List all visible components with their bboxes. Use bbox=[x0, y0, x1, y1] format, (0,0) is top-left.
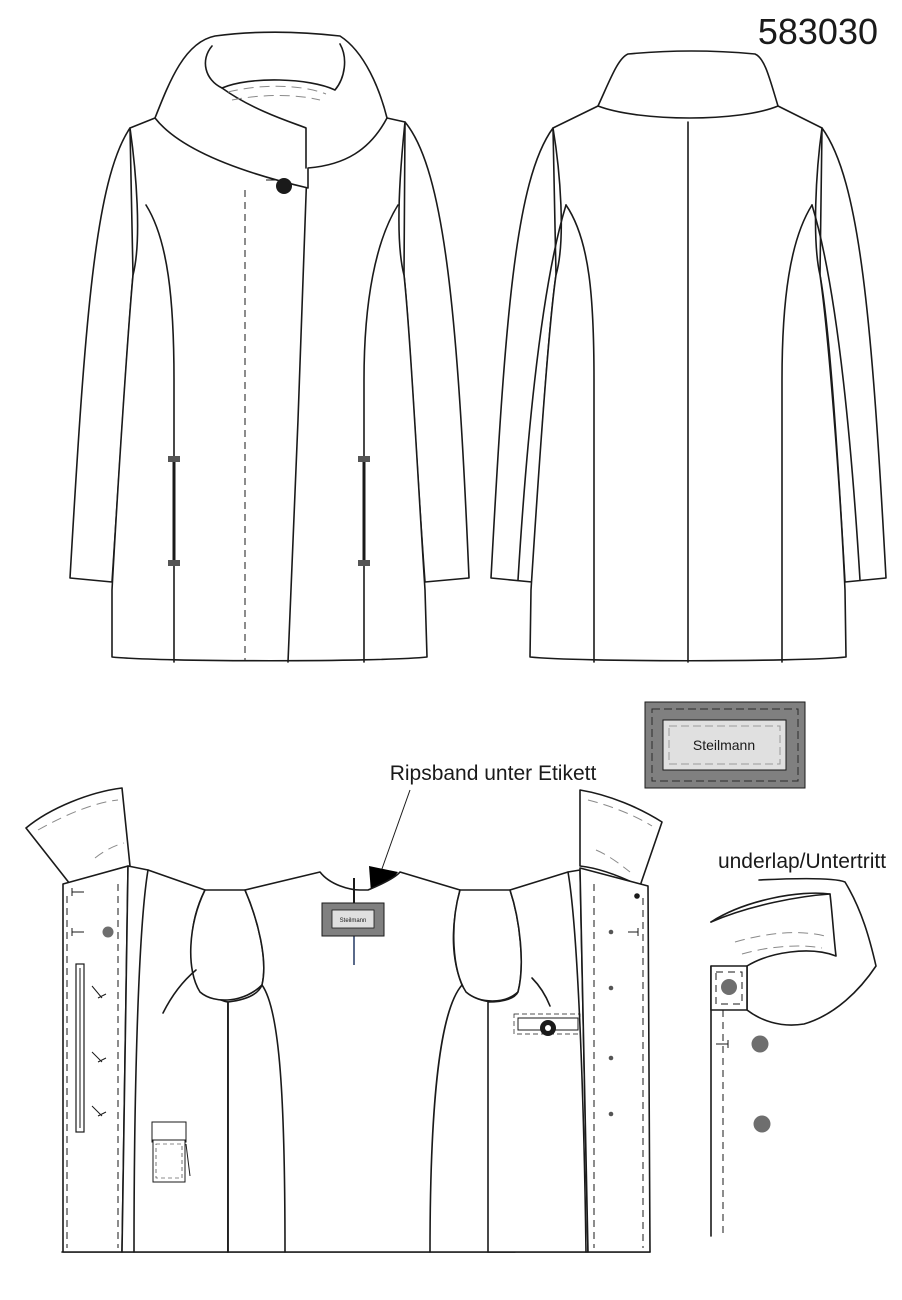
front-collar-stitch bbox=[227, 85, 327, 95]
inside-pocket-tack-3 bbox=[91, 1105, 107, 1117]
inside-right-button-tab bbox=[513, 1013, 581, 1036]
front-body bbox=[111, 117, 428, 662]
inside-right-facing bbox=[579, 867, 651, 1253]
back-right-panel-seam bbox=[781, 204, 813, 663]
inside-small-pocket bbox=[151, 1121, 191, 1183]
article-number: 583030 bbox=[758, 11, 878, 52]
underlap-collar-stitch-2 bbox=[741, 945, 823, 955]
back-left-panel-seam bbox=[565, 204, 595, 663]
brand-label-text: Steilmann bbox=[693, 737, 755, 753]
back-right-sleeve bbox=[819, 127, 887, 583]
back-collar bbox=[597, 50, 779, 119]
front-right-welt-pocket bbox=[358, 456, 370, 566]
inside-left-collar-stitch-2 bbox=[94, 842, 125, 859]
underlap-button-3 bbox=[753, 1115, 771, 1133]
ribbon-leader-line bbox=[377, 789, 411, 881]
inside-left-collar-stitch bbox=[37, 799, 119, 831]
inside-pocket-tack-2 bbox=[91, 1051, 107, 1063]
brand-label: Steilmann bbox=[644, 701, 806, 789]
inside-right-collar bbox=[579, 789, 663, 887]
underlap-collar-edge bbox=[710, 893, 831, 923]
front-view bbox=[69, 31, 470, 663]
inside-left-tack-top bbox=[71, 888, 84, 896]
back-view bbox=[490, 50, 887, 663]
back-left-sleeve-seam bbox=[517, 204, 567, 581]
front-left-panel-seam bbox=[145, 204, 175, 663]
underlap-button-2 bbox=[751, 1035, 769, 1053]
inside-right-dot-1 bbox=[634, 893, 640, 899]
underlap-collar-stitch bbox=[734, 932, 826, 943]
inside-back-left-seam bbox=[261, 984, 286, 1253]
inside-brand-label-text: Steilmann bbox=[340, 918, 367, 924]
inside-right-dot-2 bbox=[608, 929, 614, 935]
inside-right-panel bbox=[487, 869, 589, 1253]
inside-back-right-seam bbox=[429, 984, 463, 1253]
front-edge bbox=[287, 167, 308, 663]
inside-left-arc bbox=[162, 969, 197, 1014]
back-right-sleeve-seam bbox=[811, 204, 861, 581]
inside-left-button bbox=[102, 926, 114, 938]
inside-pocket-tack-1 bbox=[91, 985, 107, 999]
underlap-tack bbox=[716, 1040, 729, 1048]
inside-right-tack bbox=[628, 928, 639, 936]
inside-right-panel-seam bbox=[567, 871, 587, 1253]
underlap-note: underlap/Untertritt bbox=[718, 850, 886, 873]
inside-brand-label: Steilmann bbox=[321, 902, 385, 937]
underlap-button-1 bbox=[721, 979, 737, 995]
inside-view: Steilmann bbox=[25, 787, 663, 1253]
inside-right-collar-stitch-2 bbox=[595, 849, 631, 873]
underlap-detail bbox=[710, 877, 877, 1237]
ribbon-note: Ripsband unter Etikett bbox=[390, 762, 597, 785]
inside-left-tack-2 bbox=[71, 928, 84, 936]
inside-right-collar-stitch bbox=[587, 799, 653, 827]
front-collar bbox=[154, 31, 388, 189]
inside-right-dot-3 bbox=[608, 985, 614, 991]
inside-right-dot-5 bbox=[608, 1111, 614, 1117]
front-right-panel-seam bbox=[363, 204, 399, 663]
inside-right-arc bbox=[531, 977, 551, 1007]
front-collar-stitch-2 bbox=[231, 95, 321, 101]
front-collar-inner bbox=[204, 43, 346, 91]
underlap-dashed-top bbox=[715, 971, 743, 1005]
inside-right-dot-4 bbox=[608, 1055, 614, 1061]
front-button bbox=[276, 178, 292, 194]
front-collar-fold bbox=[221, 87, 307, 169]
front-left-welt-pocket bbox=[168, 456, 180, 566]
inside-right-armhole bbox=[453, 889, 523, 1002]
inside-left-panel-seam bbox=[133, 869, 149, 1253]
